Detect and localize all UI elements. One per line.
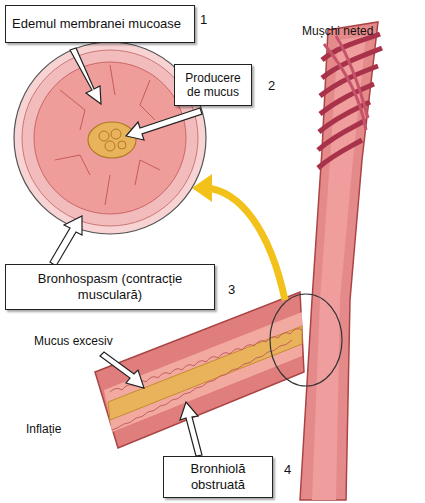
airway-tube (300, 22, 378, 500)
bronchiole-lining (104, 312, 302, 432)
callout-box: Edemul membranei mucoase (5, 5, 195, 43)
cross-section-wall (22, 50, 198, 226)
mucus-texture (99, 129, 126, 151)
box-text: Edemul membranei mucoase (12, 16, 188, 32)
callout-box: Producere de mucus (174, 64, 252, 106)
box-text: Bronhiolă obstruată (170, 461, 266, 492)
part-label: Mucus excesiv (34, 334, 113, 348)
callout-box: Bronhiolă obstruată (163, 456, 273, 498)
mucosa-cracks (55, 65, 160, 205)
bronchiole (95, 292, 304, 448)
part-label: Inflație (26, 422, 61, 436)
pointer-arrows (50, 48, 202, 456)
box-text: Bronhospasm (contracție musculară) (12, 271, 208, 302)
part-label: Mușchi neted (302, 24, 373, 38)
callout-number: 2 (268, 78, 275, 93)
smooth-muscle (318, 34, 382, 168)
swollen-mucosa (34, 62, 186, 214)
callout-number: 3 (228, 282, 235, 297)
callout-box: Bronhospasm (contracție musculară) (5, 264, 215, 310)
box-text: Producere de mucus (181, 71, 245, 100)
callout-number: 4 (284, 462, 291, 477)
callout-number: 1 (200, 12, 207, 27)
detail-ellipse (270, 294, 342, 386)
zoom-arrow (205, 188, 285, 300)
mucus-blob (88, 122, 136, 158)
